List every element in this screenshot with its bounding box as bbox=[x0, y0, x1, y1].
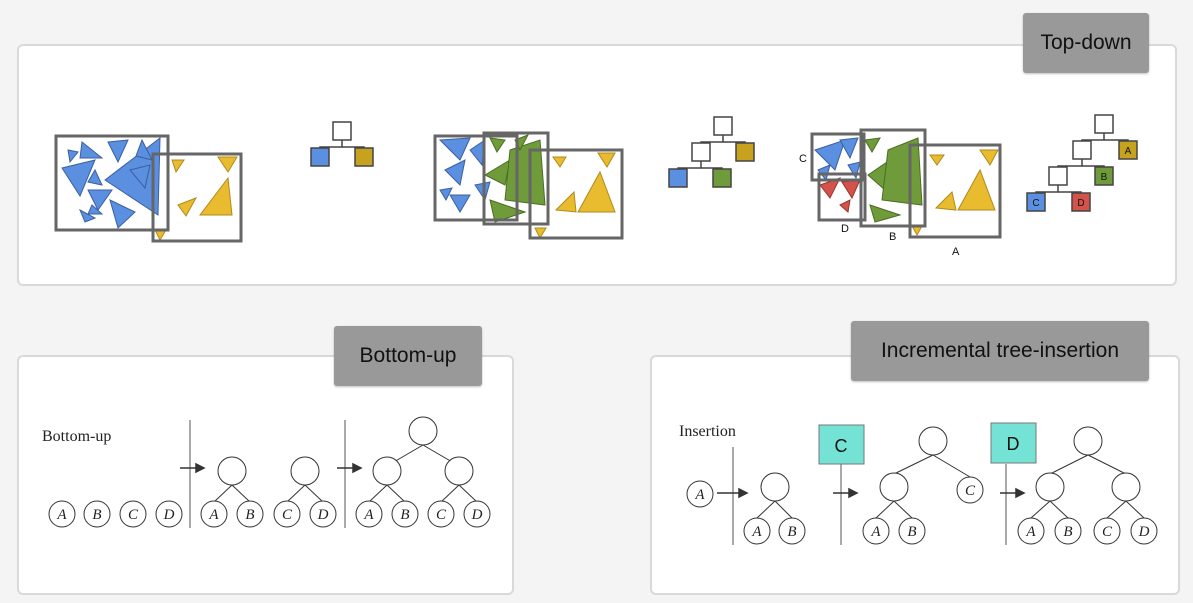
label-b: B bbox=[889, 231, 896, 243]
tree-3 bbox=[1026, 114, 1138, 212]
leaf-a: A bbox=[870, 524, 881, 540]
tree-label-a: A bbox=[1125, 146, 1132, 157]
leaf-b: B bbox=[245, 507, 254, 523]
leaf-d: D bbox=[1138, 524, 1150, 540]
insert-c-box bbox=[818, 424, 865, 465]
insert-c-label: C bbox=[835, 436, 848, 456]
incremental-panel bbox=[650, 355, 1180, 595]
label-a: A bbox=[952, 246, 960, 258]
leaf-a: A bbox=[56, 507, 67, 523]
scene-3: C D B A bbox=[799, 128, 1002, 258]
incremental-diagram: Insertion C D A A B A bbox=[679, 422, 1158, 545]
label-d: D bbox=[841, 223, 849, 235]
incremental-tag: Incremental tree-insertion bbox=[851, 321, 1149, 381]
bottom-up-tag: Bottom-up bbox=[334, 326, 482, 386]
leaf-c: C bbox=[128, 507, 139, 523]
tree-3-labels: A B C D bbox=[1032, 146, 1131, 209]
leaf-d: D bbox=[317, 507, 329, 523]
leaf-c: C bbox=[282, 507, 293, 523]
insertion-heading: Insertion bbox=[679, 423, 736, 440]
label-c: C bbox=[799, 153, 807, 165]
leaf-c: C bbox=[1102, 524, 1113, 540]
leaf-b: B bbox=[1063, 524, 1072, 540]
tree-label-b: B bbox=[1101, 172, 1108, 183]
bottom-up-panel bbox=[17, 355, 514, 595]
leaf-b: B bbox=[400, 507, 409, 523]
insertion-leaf-labels: A A B A B C A B C D bbox=[694, 483, 1149, 540]
tree-1 bbox=[310, 121, 374, 167]
insert-d-label: D bbox=[1007, 434, 1020, 454]
leaf-d: D bbox=[163, 507, 175, 523]
leaf-b: B bbox=[787, 524, 796, 540]
bottom-up-arrows bbox=[180, 462, 363, 474]
leaf-a: A bbox=[208, 507, 219, 523]
leaf-a: A bbox=[1025, 524, 1036, 540]
bottom-up-diagram: Bottom-up A B C D A B C D A B C D bbox=[42, 416, 491, 528]
bottom-up-heading: Bottom-up bbox=[42, 428, 111, 445]
leaf-d: D bbox=[471, 507, 483, 523]
insertion-arrows bbox=[717, 487, 1026, 499]
tree-label-d: D bbox=[1077, 198, 1084, 209]
leaf-c: C bbox=[436, 507, 447, 523]
insert-d-box bbox=[990, 422, 1037, 464]
leaf-a: A bbox=[694, 487, 705, 503]
tree-label-c: C bbox=[1032, 198, 1039, 209]
leaf-a: A bbox=[363, 507, 374, 523]
top-down-diagram: C D B A A B C D bbox=[54, 114, 1138, 258]
leaf-c: C bbox=[965, 483, 976, 499]
leaf-b: B bbox=[907, 524, 916, 540]
leaf-a: A bbox=[751, 524, 762, 540]
scene-2 bbox=[433, 131, 624, 240]
leaf-b: B bbox=[92, 507, 101, 523]
tree-2 bbox=[668, 116, 755, 188]
scene-1 bbox=[54, 134, 243, 243]
top-down-panel bbox=[17, 44, 1177, 286]
top-down-tag: Top-down bbox=[1023, 13, 1149, 73]
bottom-up-leaf-labels: A B C D A B C D A B C D bbox=[56, 507, 482, 523]
